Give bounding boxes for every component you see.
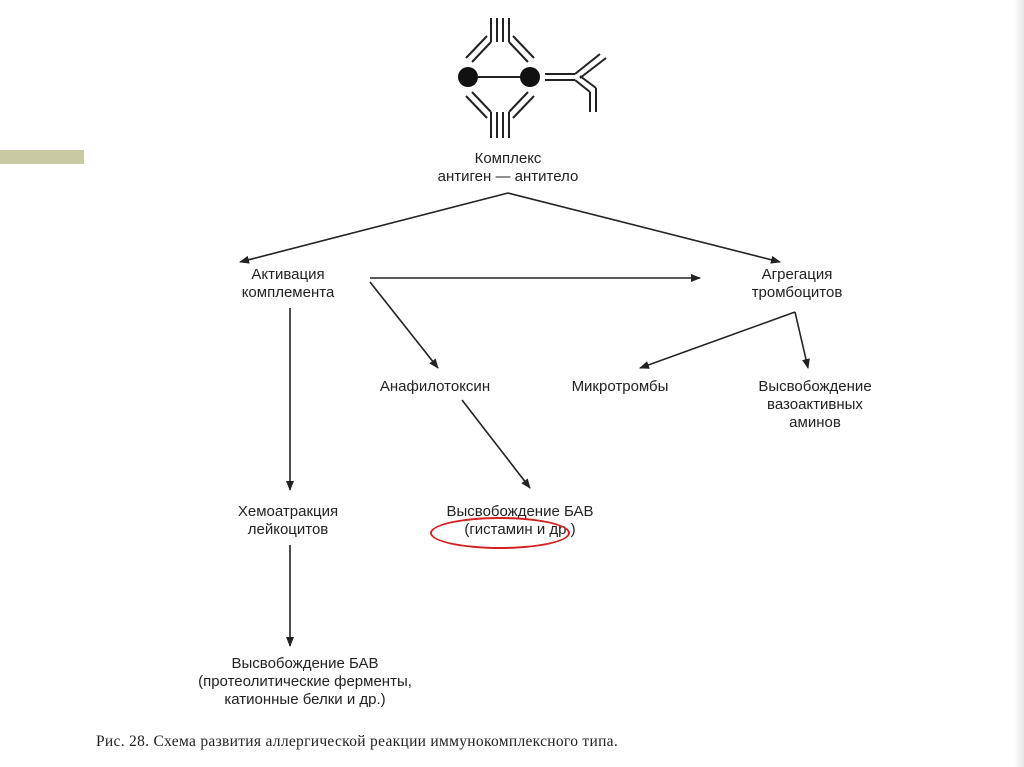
histamine-highlight-ellipse — [430, 517, 570, 549]
node-bav-enzymes-line3: катионные белки и др.) — [224, 691, 386, 708]
node-platelets-line1: Агрегация — [761, 266, 833, 283]
node-complement-activation: Активация комплемента — [198, 266, 378, 302]
antigen-dot-left — [458, 67, 478, 87]
node-microthrombi-line1: Микротромбы — [571, 378, 669, 395]
node-chemoattraction: Хемоатракция лейкоцитов — [198, 503, 378, 539]
node-platelets-line2: тромбоцитов — [751, 284, 843, 301]
node-vasoactive-line2: вазоактивных — [767, 396, 863, 413]
arrow-complex-to-complement — [239, 192, 509, 264]
node-chemoattraction-line1: Хемоатракция — [237, 503, 339, 520]
node-complement-line2: комплемента — [241, 284, 335, 301]
node-chemoattraction-line2: лейкоцитов — [247, 521, 329, 538]
arrow-platelets-to-microthrombi — [639, 311, 796, 369]
slide-edge-shadow — [1014, 0, 1024, 767]
node-bav-enzymes: Высвобождение БАВ (протеолитические ферм… — [160, 655, 450, 709]
node-complex-line1: Комплекс — [474, 150, 542, 167]
node-bav-histamine-line1: Высвобождение БАВ — [446, 503, 594, 520]
node-anaphylatoxin-line1: Анафилотоксин — [379, 378, 491, 395]
node-microthrombi: Микротромбы — [540, 378, 700, 396]
arrow-platelets-to-vasoactive — [794, 311, 810, 369]
node-complex-line2: антиген — антитело — [437, 168, 579, 185]
node-vasoactive-line3: аминов — [789, 414, 841, 431]
node-vasoactive-amines: Высвобождение вазоактивных аминов — [730, 378, 900, 432]
node-vasoactive-line1: Высвобождение — [758, 378, 872, 395]
node-anaphylatoxin: Анафилотоксин — [345, 378, 525, 396]
figure-caption: Рис. 28. Схема развития аллергической ре… — [96, 733, 619, 750]
immune-complex-icon — [465, 18, 607, 138]
node-bav-enzymes-line1: Высвобождение БАВ — [231, 655, 379, 672]
arrow-anaphylatoxin-to-bav — [461, 399, 531, 489]
node-bav-enzymes-line2: (протеолитические ферменты, — [198, 673, 412, 690]
arrow-complex-to-platelets — [507, 192, 781, 264]
antigen-dot-right — [520, 67, 540, 87]
node-complement-line1: Активация — [251, 266, 325, 283]
decorative-accent-bar — [0, 150, 84, 164]
node-complex: Комплекс антиген — антитело — [408, 150, 608, 186]
node-platelet-aggregation: Агрегация тромбоцитов — [712, 266, 882, 302]
arrow-complement-to-anaphylatoxin — [369, 281, 439, 369]
